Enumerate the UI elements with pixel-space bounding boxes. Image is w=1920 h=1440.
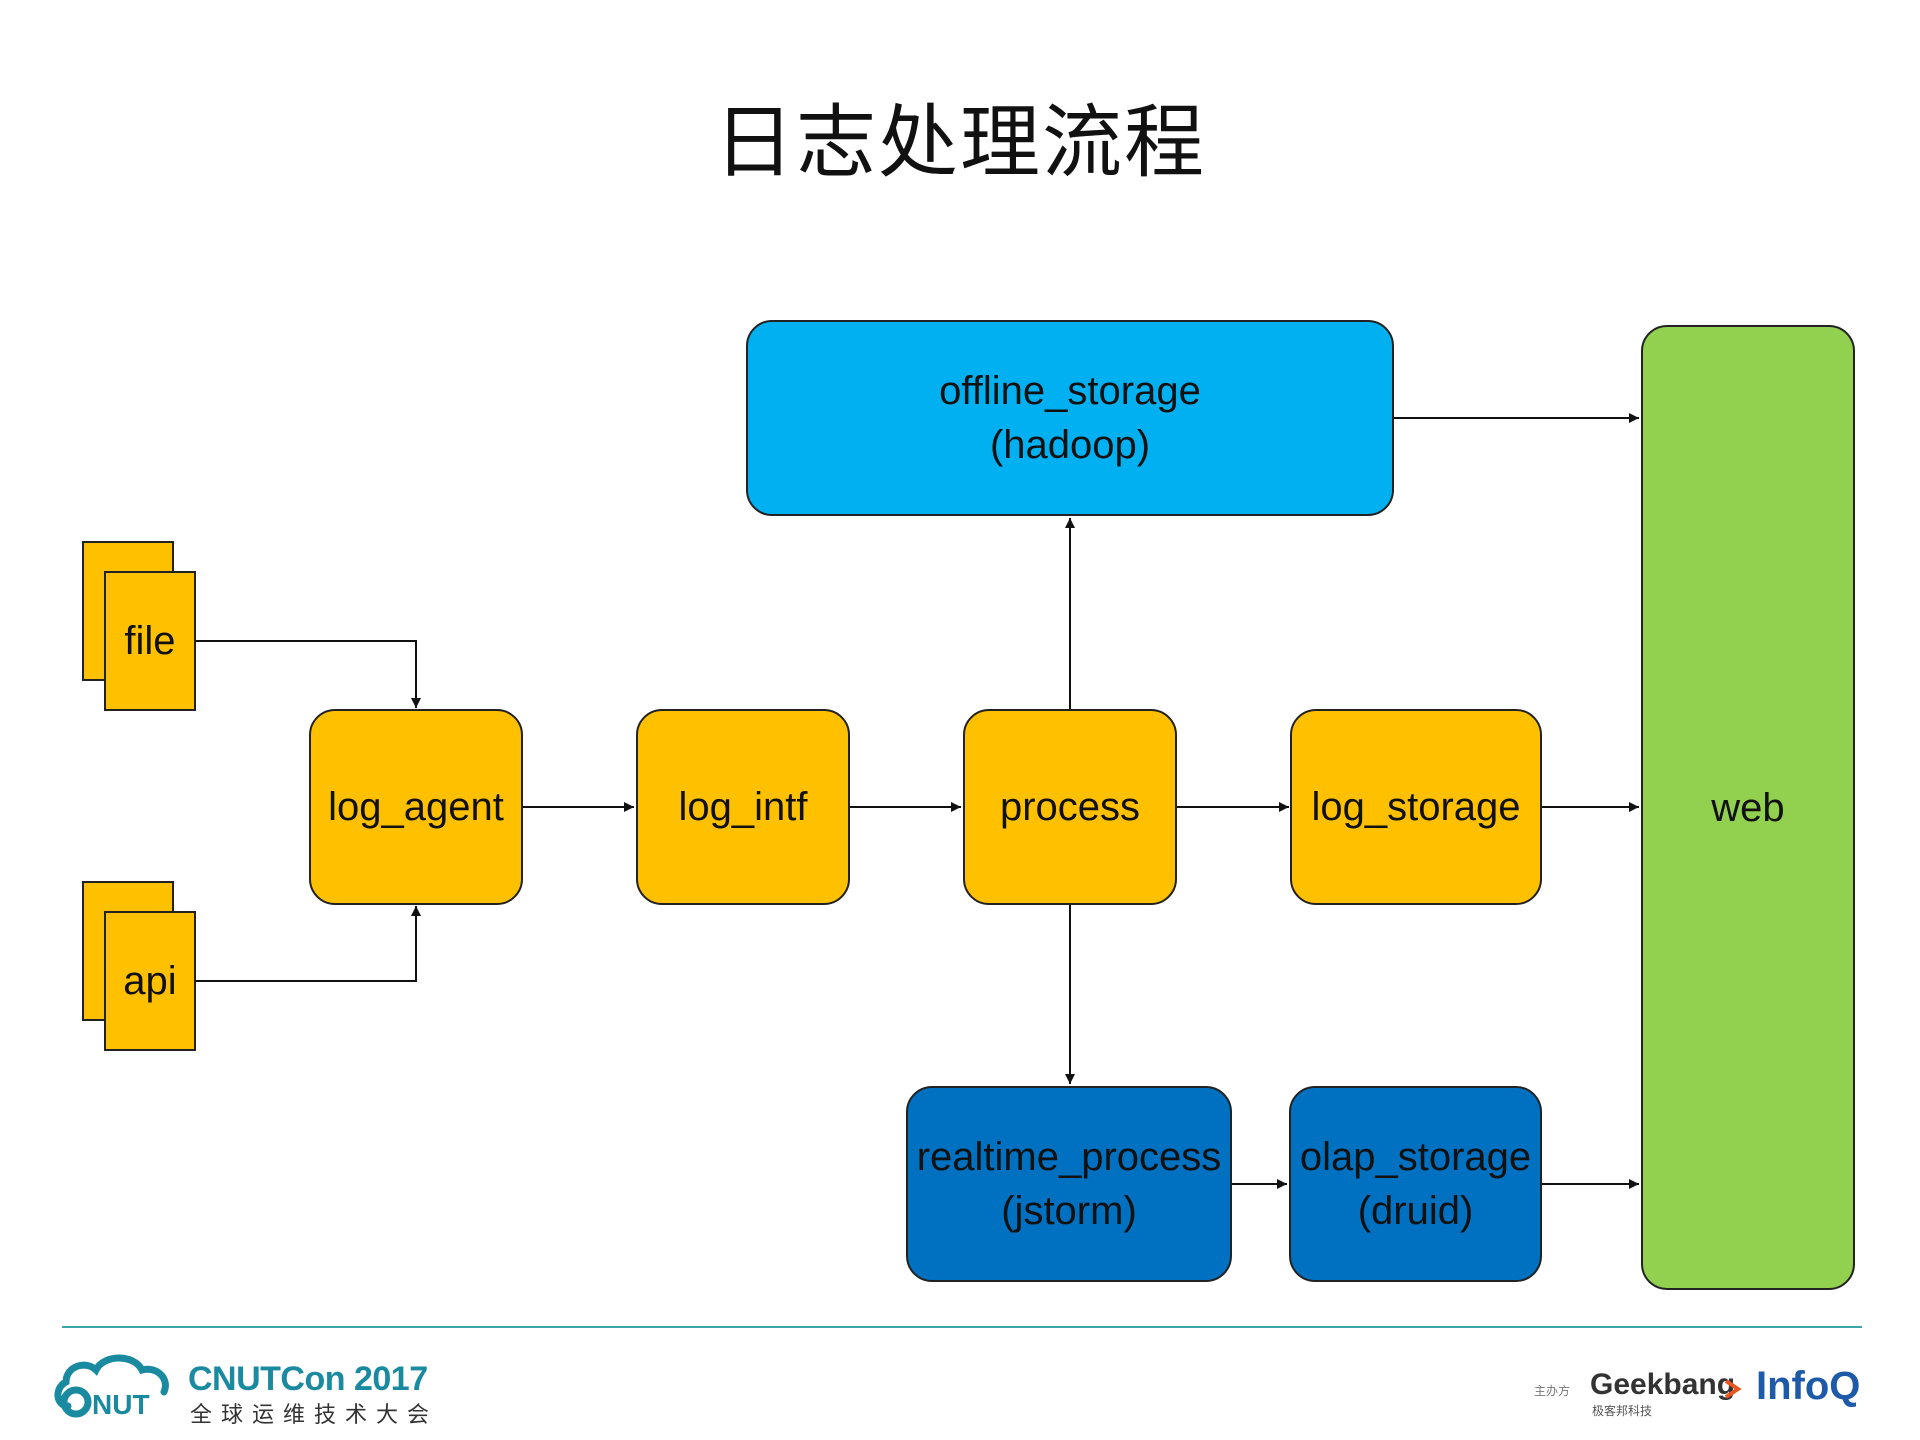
offline-storage-node: offline_storage (hadoop): [746, 320, 1394, 516]
process-node: process: [963, 709, 1177, 905]
log-intf-label: log_intf: [678, 785, 808, 829]
geekbang-subtitle: 极客邦科技: [1592, 1404, 1653, 1418]
file-node: file: [104, 571, 196, 711]
edge-api-to-log-agent: [196, 906, 421, 982]
edge-file-to-log-agent: [196, 640, 421, 708]
log-agent-node: log_agent: [309, 709, 523, 905]
realtime-process-label: realtime_process: [916, 1135, 1222, 1179]
log-intf-node: log_intf: [636, 709, 850, 905]
offline-storage-sublabel: (hadoop): [989, 423, 1151, 467]
web-label: web: [1711, 785, 1785, 830]
api-label: api: [123, 958, 177, 1003]
page-title: 日志处理流程: [714, 96, 1206, 189]
geekbang-chevron-icon: [1724, 1379, 1742, 1399]
api-node: api: [104, 911, 196, 1051]
olap-storage-sublabel: (druid): [1357, 1189, 1474, 1233]
log-storage-node: log_storage: [1290, 709, 1542, 905]
infoq-logo: InfoQ: [1756, 1364, 1861, 1408]
olap-storage-node: olap_storage (druid): [1289, 1086, 1542, 1282]
realtime-process-sublabel: (jstorm): [1001, 1189, 1137, 1233]
conference-subtitle: 全球运维技术大会: [190, 1403, 439, 1428]
realtime-process-node: realtime_process (jstorm): [906, 1086, 1232, 1282]
offline-storage-label: offline_storage: [939, 369, 1201, 413]
web-node: web: [1641, 325, 1855, 1290]
conference-name: CNUTCon 2017: [188, 1360, 428, 1398]
process-label: process: [999, 785, 1141, 829]
log-storage-label: log_storage: [1311, 785, 1521, 829]
olap-storage-label: olap_storage: [1299, 1135, 1532, 1179]
file-label: file: [124, 618, 176, 663]
log-agent-label: log_agent: [328, 785, 504, 829]
sponsor-label: 主办方: [1534, 1384, 1571, 1398]
geekbang-logo: Geekbang: [1590, 1368, 1736, 1401]
cnut-logo-text: NUT: [92, 1389, 150, 1418]
cnut-logo-icon: NUT: [54, 1354, 169, 1418]
footer-divider: [62, 1326, 1862, 1328]
